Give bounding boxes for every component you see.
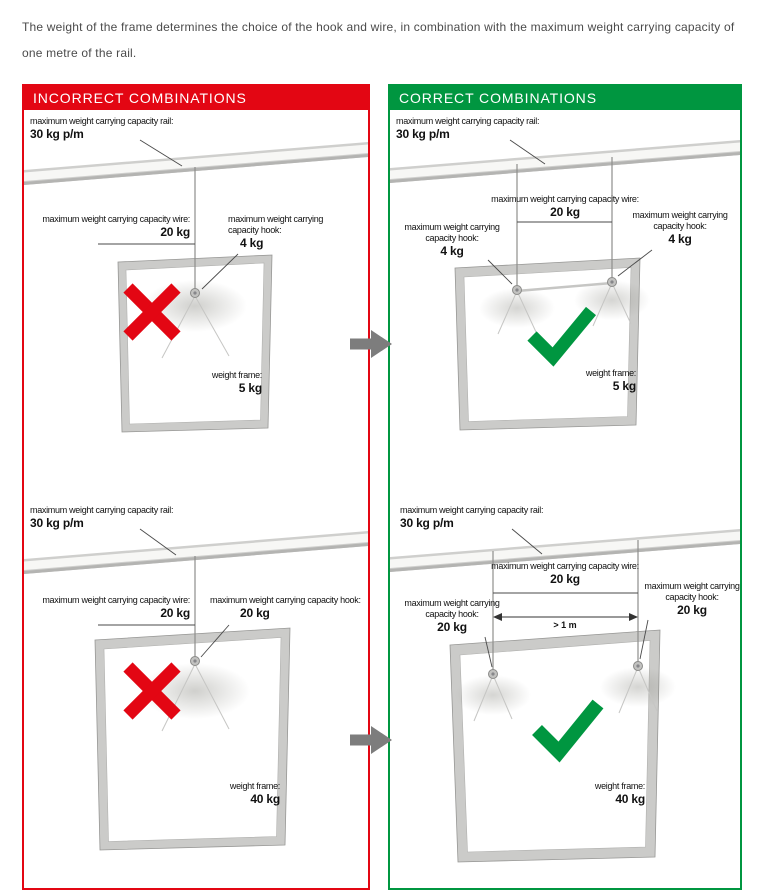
rail	[24, 142, 368, 185]
wire-capacity-value: 20 kg	[550, 205, 580, 219]
correct-panel-top-art	[390, 139, 740, 431]
rail-capacity-label: maximum weight carrying capacity rail: 3…	[30, 505, 190, 530]
hook-capacity-value: 20 kg	[240, 606, 270, 620]
correct-header: CORRECT COMBINATIONS	[390, 86, 740, 110]
wire-capacity-value: 20 kg	[550, 572, 580, 586]
distance-text: > 1 m	[553, 620, 577, 630]
frame	[454, 257, 650, 431]
rail-capacity-label: maximum weight carrying capacity rail: 3…	[30, 116, 190, 141]
hook-left-capacity-text: maximum weight carrying capacity hook:	[404, 222, 500, 243]
suspension-wires	[161, 295, 230, 359]
leader-lines	[98, 528, 230, 658]
suspension-wires	[497, 282, 632, 335]
hook-capacity-text: maximum weight carrying capacity hook:	[210, 595, 361, 605]
correct-panel-bottom: maximum weight carrying capacity rail: 3…	[390, 499, 740, 888]
rail-capacity-text: maximum weight carrying capacity rail:	[30, 116, 174, 126]
suspension-wires	[161, 663, 230, 732]
incorrect-panel-bottom: maximum weight carrying capacity rail: 3…	[24, 499, 368, 888]
intro-text: The weight of the frame determines the c…	[22, 20, 735, 60]
hook-left	[488, 669, 498, 679]
hook-capacity-value: 4 kg	[240, 236, 264, 250]
wire-capacity-value: 20 kg	[160, 225, 190, 239]
leader-lines	[98, 139, 239, 290]
hook-right-capacity-text: maximum weight carrying capacity hook:	[632, 210, 728, 231]
incorrect-panel-top: maximum weight carrying capacity rail: 3…	[24, 110, 368, 499]
hook-capacity-label: maximum weight carrying capacity hook: 2…	[210, 595, 368, 620]
hook-right-capacity-label: maximum weight carrying capacity hook: 2…	[642, 581, 740, 617]
frame-weight-label: weight frame: 5 kg	[162, 370, 262, 395]
frame-weight-label: weight frame: 5 kg	[536, 368, 636, 393]
frame-weight-text: weight frame:	[585, 368, 636, 378]
hook-left-capacity-text: maximum weight carrying capacity hook:	[404, 598, 500, 619]
rail	[390, 140, 740, 183]
frame-weight-value: 40 kg	[615, 792, 645, 806]
wire-capacity-label: maximum weight carrying capacity wire: 2…	[24, 214, 190, 239]
frame-weight-text: weight frame:	[594, 781, 645, 791]
wire-capacity-label: maximum weight carrying capacity wire: 2…	[480, 561, 650, 586]
rail-capacity-label: maximum weight carrying capacity rail: 3…	[396, 116, 556, 141]
x-mark-icon	[123, 283, 181, 341]
distance-label: > 1 m	[525, 620, 605, 631]
hook-right-capacity-text: maximum weight carrying capacity hook:	[644, 581, 740, 602]
hook-left-capacity-label: maximum weight carrying capacity hook: 2…	[402, 598, 502, 634]
hanging-rod	[516, 281, 613, 293]
hook	[190, 656, 200, 666]
wire-capacity-text: maximum weight carrying capacity wire:	[42, 214, 190, 224]
x-mark-icon	[123, 662, 181, 720]
rail-capacity-value: 30 kg p/m	[400, 516, 454, 530]
check-mark-icon	[527, 306, 597, 367]
hook-left-capacity-value: 4 kg	[440, 244, 464, 258]
rail	[24, 531, 368, 574]
frame-weight-value: 5 kg	[238, 381, 262, 395]
wire-capacity-text: maximum weight carrying capacity wire:	[491, 194, 639, 204]
wire-capacity-value: 20 kg	[160, 606, 190, 620]
transition-arrow-bottom-icon	[350, 726, 392, 754]
hook-right-capacity-value: 20 kg	[677, 603, 707, 617]
rail-capacity-text: maximum weight carrying capacity rail:	[396, 116, 540, 126]
hook-left-capacity-label: maximum weight carrying capacity hook: 4…	[398, 222, 506, 258]
leader-lines	[484, 528, 649, 668]
hook-right	[607, 277, 617, 287]
frame-weight-text: weight frame:	[211, 370, 262, 380]
hanging-wires	[492, 540, 639, 671]
hook-left	[512, 285, 522, 295]
hook-left-capacity-value: 20 kg	[437, 620, 467, 634]
frame-weight-value: 5 kg	[612, 379, 636, 393]
wire-capacity-label: maximum weight carrying capacity wire: 2…	[24, 595, 190, 620]
wire-capacity-label: maximum weight carrying capacity wire: 2…	[480, 194, 650, 219]
hook-capacity-label: maximum weight carrying capacity hook: 4…	[228, 214, 350, 250]
frame-weight-label: weight frame: 40 kg	[180, 781, 280, 806]
rail-capacity-label: maximum weight carrying capacity rail: 3…	[400, 505, 560, 530]
hook-right	[633, 661, 643, 671]
incorrect-panel-bottom-art	[24, 528, 368, 851]
correct-combinations-box: CORRECT COMBINATIONS	[388, 84, 742, 890]
rail-capacity-text: maximum weight carrying capacity rail:	[400, 505, 544, 515]
rail-capacity-text: maximum weight carrying capacity rail:	[30, 505, 174, 515]
rail-capacity-value: 30 kg p/m	[30, 516, 84, 530]
wire-capacity-text: maximum weight carrying capacity wire:	[42, 595, 190, 605]
incorrect-header: INCORRECT COMBINATIONS	[24, 86, 368, 110]
correct-panel-bottom-art	[390, 528, 740, 863]
transition-arrow-top-icon	[350, 330, 392, 358]
correct-panel-top: maximum weight carrying capacity rail: 3…	[390, 110, 740, 499]
suspension-wires	[473, 666, 658, 722]
frame-weight-label: weight frame: 40 kg	[545, 781, 645, 806]
hook-right-capacity-value: 4 kg	[668, 232, 692, 246]
rail-capacity-value: 30 kg p/m	[396, 127, 450, 141]
rail-capacity-value: 30 kg p/m	[30, 127, 84, 141]
wire-capacity-text: maximum weight carrying capacity wire:	[491, 561, 639, 571]
frame-weight-value: 40 kg	[250, 792, 280, 806]
check-mark-icon	[532, 699, 604, 763]
incorrect-panel-top-art	[24, 139, 368, 433]
hook	[190, 288, 200, 298]
rail	[390, 529, 740, 572]
distance-arrow	[493, 613, 638, 621]
leader-lines	[487, 139, 653, 285]
frame-weight-text: weight frame:	[229, 781, 280, 791]
hook-right-capacity-label: maximum weight carrying capacity hook: 4…	[628, 210, 732, 246]
incorrect-combinations-box: INCORRECT COMBINATIONS	[22, 84, 370, 890]
hanging-wires	[516, 157, 613, 288]
hook-capacity-text: maximum weight carrying capacity hook:	[228, 214, 324, 235]
